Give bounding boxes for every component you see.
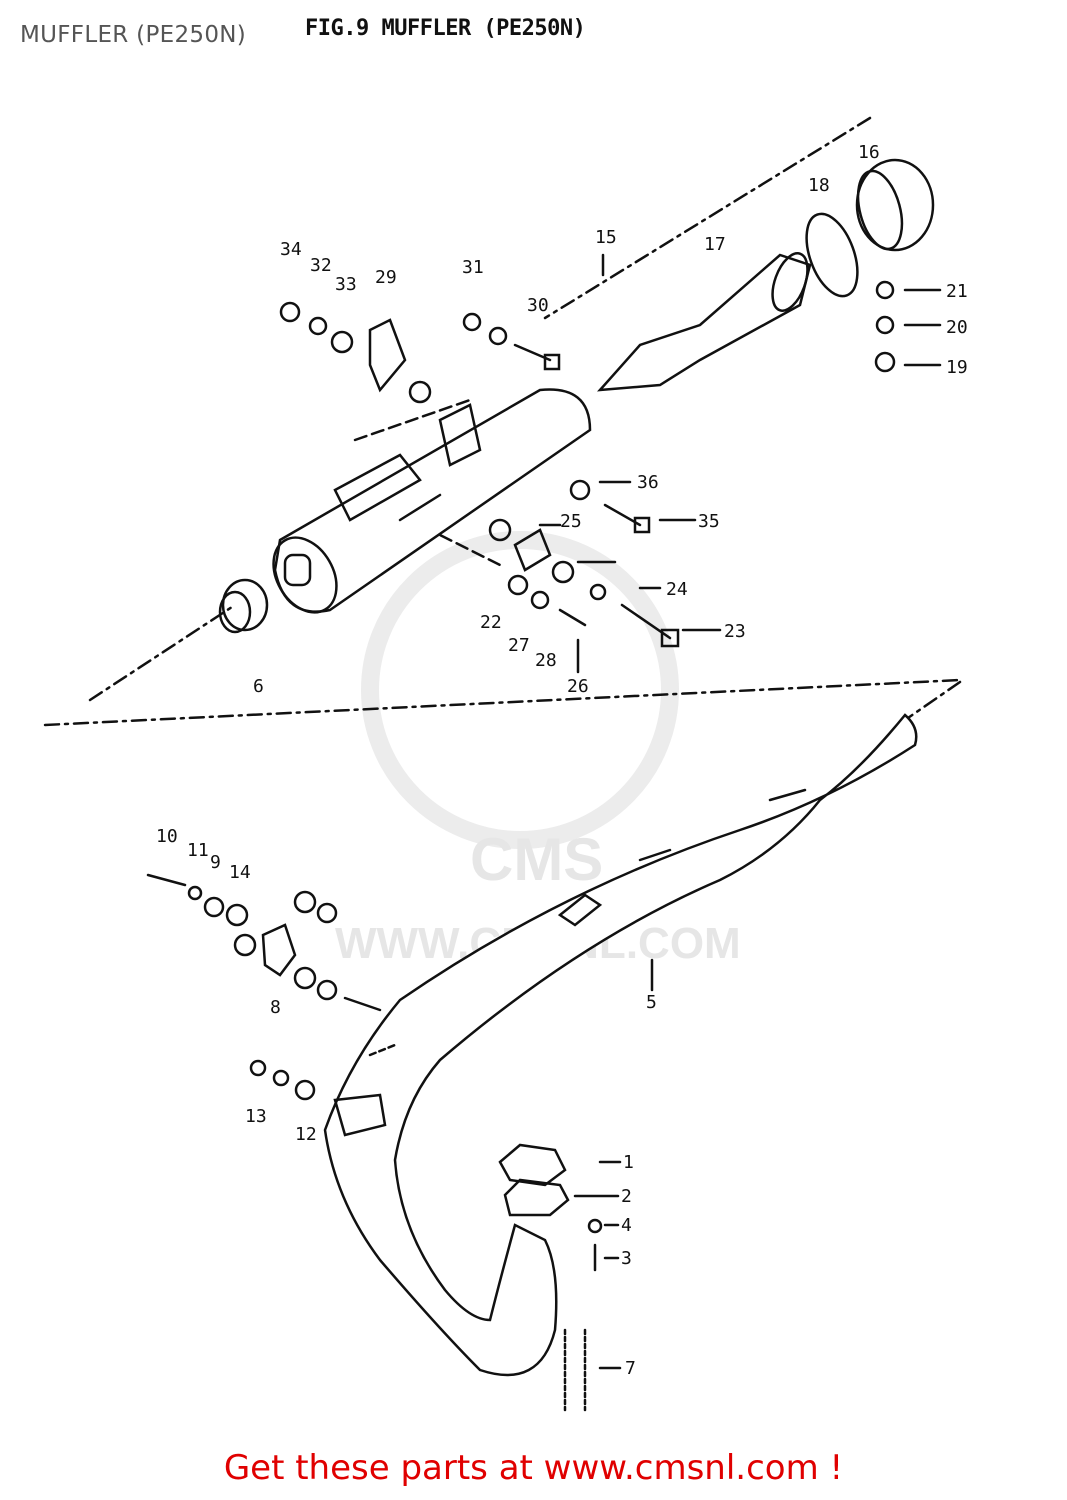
figure-title: FIG.9 MUFFLER (PE250N)	[305, 16, 586, 41]
washer	[203, 896, 225, 918]
washer	[316, 902, 338, 924]
washer	[316, 979, 338, 1001]
nut	[874, 351, 896, 373]
part-label-25: 25	[560, 511, 582, 532]
part-label-1: 1	[623, 1152, 634, 1173]
part-label-19: 19	[946, 357, 968, 378]
bolt-head	[633, 516, 651, 534]
part-label-5: 5	[646, 992, 657, 1013]
washer	[589, 583, 607, 601]
part-label-33: 33	[335, 274, 357, 295]
nut	[587, 1218, 603, 1234]
guide-line	[88, 603, 237, 702]
part-label-23: 23	[724, 621, 746, 642]
part-label-22: 22	[480, 612, 502, 633]
bolt	[558, 608, 587, 627]
washer	[233, 933, 257, 957]
bolt-head	[543, 353, 561, 371]
washer	[293, 890, 317, 914]
end-cap	[218, 578, 269, 634]
part-label-18: 18	[808, 175, 830, 196]
part-label-2: 2	[621, 1186, 632, 1207]
washer	[293, 966, 317, 990]
watermark-brand: CMS	[470, 826, 603, 893]
silencer-body	[272, 388, 592, 614]
guide-line	[543, 116, 872, 320]
part-label-31: 31	[462, 257, 484, 278]
washer	[294, 1079, 316, 1101]
part-label-3: 3	[621, 1248, 632, 1269]
part-label-36: 36	[637, 472, 659, 493]
guide-line	[353, 398, 472, 442]
part-label-20: 20	[946, 317, 968, 338]
exhaust-flange	[503, 1178, 570, 1217]
part-label-15: 15	[595, 227, 617, 248]
part-label-4: 4	[621, 1215, 632, 1236]
exhaust-pipe	[323, 713, 918, 1377]
washer	[225, 903, 249, 927]
washer	[187, 885, 203, 901]
part-label-14: 14	[229, 862, 251, 883]
gasket-ring	[805, 212, 859, 298]
washer	[530, 590, 550, 610]
washer	[462, 312, 482, 332]
washer	[569, 479, 591, 501]
cms-watermark: CMS WWW.CMSNL.COM	[335, 531, 741, 968]
bolt	[343, 996, 382, 1012]
part-label-24: 24	[666, 579, 688, 600]
washer	[330, 330, 354, 354]
part-label-26: 26	[567, 676, 589, 697]
part-label-17: 17	[704, 234, 726, 255]
washer	[272, 1069, 290, 1087]
washer	[875, 315, 895, 335]
bolt	[146, 873, 187, 887]
rubber-mount	[513, 528, 552, 572]
part-labels: 1 2 3 4 5 6 7 8 9 10 11 12 13 14 15 16 1…	[156, 142, 968, 1379]
part-label-21: 21	[946, 281, 968, 302]
mounting-bracket	[261, 923, 297, 977]
get-parts-link[interactable]: Get these parts at www.cmsnl.com !	[223, 1448, 844, 1488]
part-label-32: 32	[310, 255, 332, 276]
washer	[408, 380, 432, 404]
part-label-27: 27	[508, 635, 530, 656]
bolt-head	[660, 628, 680, 648]
exploded-parts-diagram: CMS WWW.CMSNL.COM	[43, 116, 968, 1412]
washer	[507, 574, 529, 596]
part-label-16: 16	[858, 142, 880, 163]
washer	[488, 518, 512, 542]
part-label-11: 11	[187, 840, 209, 861]
part-label-9: 9	[210, 852, 221, 873]
nut	[279, 301, 301, 323]
part-label-12: 12	[295, 1124, 317, 1145]
part-label-34: 34	[280, 239, 302, 260]
page-title: MUFFLER (PE250N)	[20, 22, 247, 48]
part-label-7: 7	[625, 1358, 636, 1379]
muffler-cap	[855, 158, 935, 252]
washer	[551, 560, 575, 584]
part-label-29: 29	[375, 267, 397, 288]
part-label-13: 13	[245, 1106, 267, 1127]
guide-line	[43, 678, 962, 727]
washer	[488, 326, 508, 346]
watermark-mascot	[361, 531, 679, 849]
part-label-8: 8	[270, 997, 281, 1018]
part-label-30: 30	[527, 295, 549, 316]
washer	[875, 280, 895, 300]
exhaust-flange	[498, 1143, 567, 1187]
inner-pipe	[596, 252, 812, 392]
part-label-28: 28	[535, 650, 557, 671]
washer	[308, 316, 328, 336]
guide-line	[903, 680, 962, 722]
part-label-10: 10	[156, 826, 178, 847]
bracket	[368, 318, 407, 393]
part-label-6: 6	[253, 676, 264, 697]
part-label-35: 35	[698, 511, 720, 532]
nut	[249, 1059, 267, 1077]
